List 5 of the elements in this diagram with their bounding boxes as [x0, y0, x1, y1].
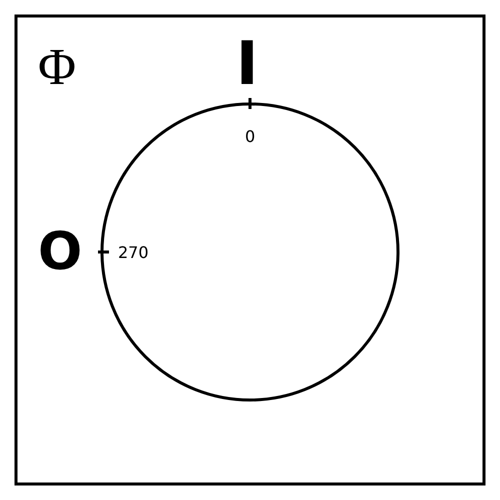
angle-label: 270 — [118, 245, 149, 261]
off-symbol: O — [38, 226, 82, 278]
phase-symbol: Φ — [38, 42, 76, 94]
on-symbol: I — [236, 34, 258, 94]
angle-label: 0 — [245, 129, 256, 145]
